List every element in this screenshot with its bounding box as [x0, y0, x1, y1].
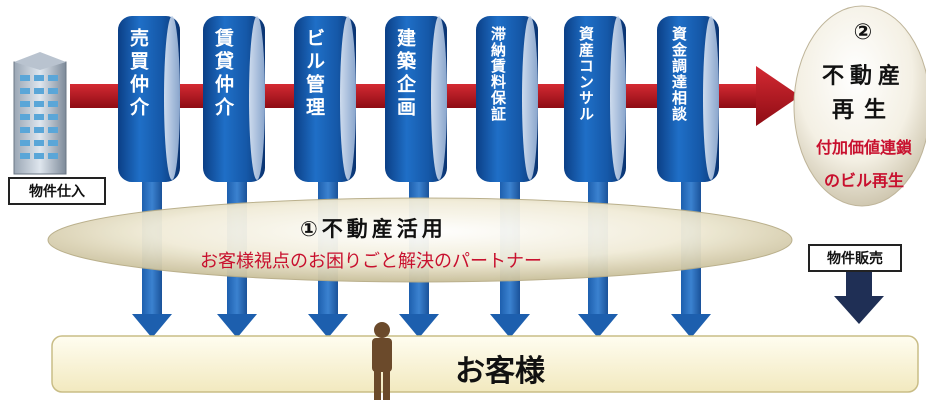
service-label-1: 売買仲介: [127, 28, 149, 120]
regeneration-oval: [793, 5, 926, 207]
service-label-2: 賃貸仲介: [212, 28, 234, 120]
customer-bar: [51, 335, 919, 393]
down-arrow-sales: [834, 270, 884, 324]
service-label-4: 建築企画: [394, 28, 416, 120]
service-column-7: [657, 16, 719, 182]
purchase-label: 物件仕入: [8, 177, 106, 205]
service-column-2: [203, 16, 265, 182]
regeneration-subtitle-line2: のビル再生: [823, 171, 904, 190]
service-column-5: [476, 16, 538, 182]
utilization-ellipse: [47, 197, 793, 283]
customer-label: お客様: [455, 354, 545, 389]
regeneration-number: ②: [853, 20, 873, 45]
service-columns: [118, 16, 719, 182]
service-label-3: ビル管理: [303, 28, 325, 120]
regeneration-subtitle-line1: 付加価値連鎖: [815, 138, 912, 157]
person-icon: [372, 322, 392, 400]
utilization-title: ①不動産活用: [300, 217, 447, 241]
regeneration-title-line1: 不動産: [821, 64, 906, 89]
regeneration-title-line2: 再生: [831, 98, 896, 123]
service-label-5: 滞納賃料保証: [489, 26, 507, 122]
service-column-1: [118, 16, 180, 182]
sales-label: 物件販売: [808, 244, 902, 272]
service-label-7: 資金調達相談: [670, 26, 688, 122]
service-column-3: [294, 16, 356, 182]
service-column-4: [385, 16, 447, 182]
service-column-6: [564, 16, 626, 182]
building-icon: [13, 52, 67, 175]
service-label-6: 資産コンサル: [577, 26, 595, 122]
utilization-subtitle: お客様視点のお困りごと解決のパートナー: [200, 251, 542, 272]
